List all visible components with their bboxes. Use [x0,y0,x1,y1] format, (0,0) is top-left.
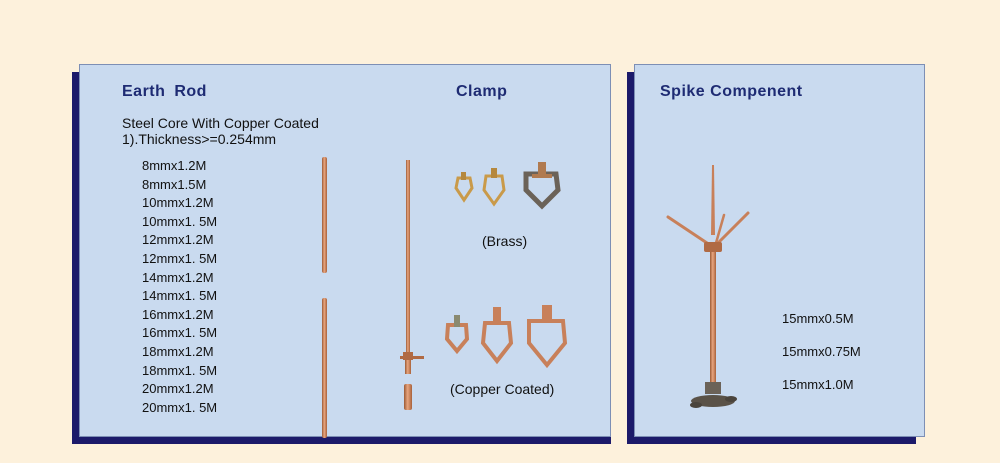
list-item: 12mmx1.2M [142,232,214,248]
list-item: 15mmx1.0M [782,377,854,392]
brass-clamp-label: (Brass) [482,233,528,249]
earth-rod-subtitle: Steel Core With Copper Coated [122,115,319,131]
clamp-title: Clamp [456,83,508,100]
copper-clamp-label: (Copper Coated) [450,381,555,397]
spike-panel [634,64,925,437]
list-item: 20mmx1. 5M [142,399,218,415]
list-item: 12mmx1. 5M [142,250,218,266]
list-item: 10mmx1. 5M [142,213,218,229]
earth-rod-clamp-panel [79,64,611,437]
spike-size-list: 15mmx0.5M 15mmx0.75M 15mmx1.0M [782,310,861,409]
list-item: 15mmx0.75M [782,344,861,359]
list-item: 14mmx1.2M [142,269,214,285]
list-item: 10mmx1.2M [142,195,214,211]
list-item: 14mmx1. 5M [142,288,218,304]
list-item: 15mmx0.5M [782,311,854,326]
earth-rod-title: Earth Rod [122,83,207,100]
earth-rod-image [322,157,327,438]
list-item: 8mmx1.5M [142,176,207,192]
lightning-spike-image [666,165,750,408]
list-item: 20mmx1.2M [142,381,214,397]
list-item: 16mmx1.2M [142,306,214,322]
list-item: 18mmx1.2M [142,343,214,359]
spike-component-title: Spike Compenent [660,83,803,100]
coupled-earth-rod-image [400,160,424,410]
earth-rod-thickness-spec: 1).Thickness>=0.254mm [122,131,277,147]
earth-rod-size-list: 8mmx1.2M 8mmx1.5M 10mmx1.2M 10mmx1. 5M 1… [142,157,217,417]
copper-clamps-image [444,305,568,369]
list-item: 8mmx1.2M [142,158,207,173]
list-item: 18mmx1. 5M [142,362,218,378]
brass-clamps-image [454,162,561,210]
list-item: 16mmx1. 5M [142,325,218,341]
